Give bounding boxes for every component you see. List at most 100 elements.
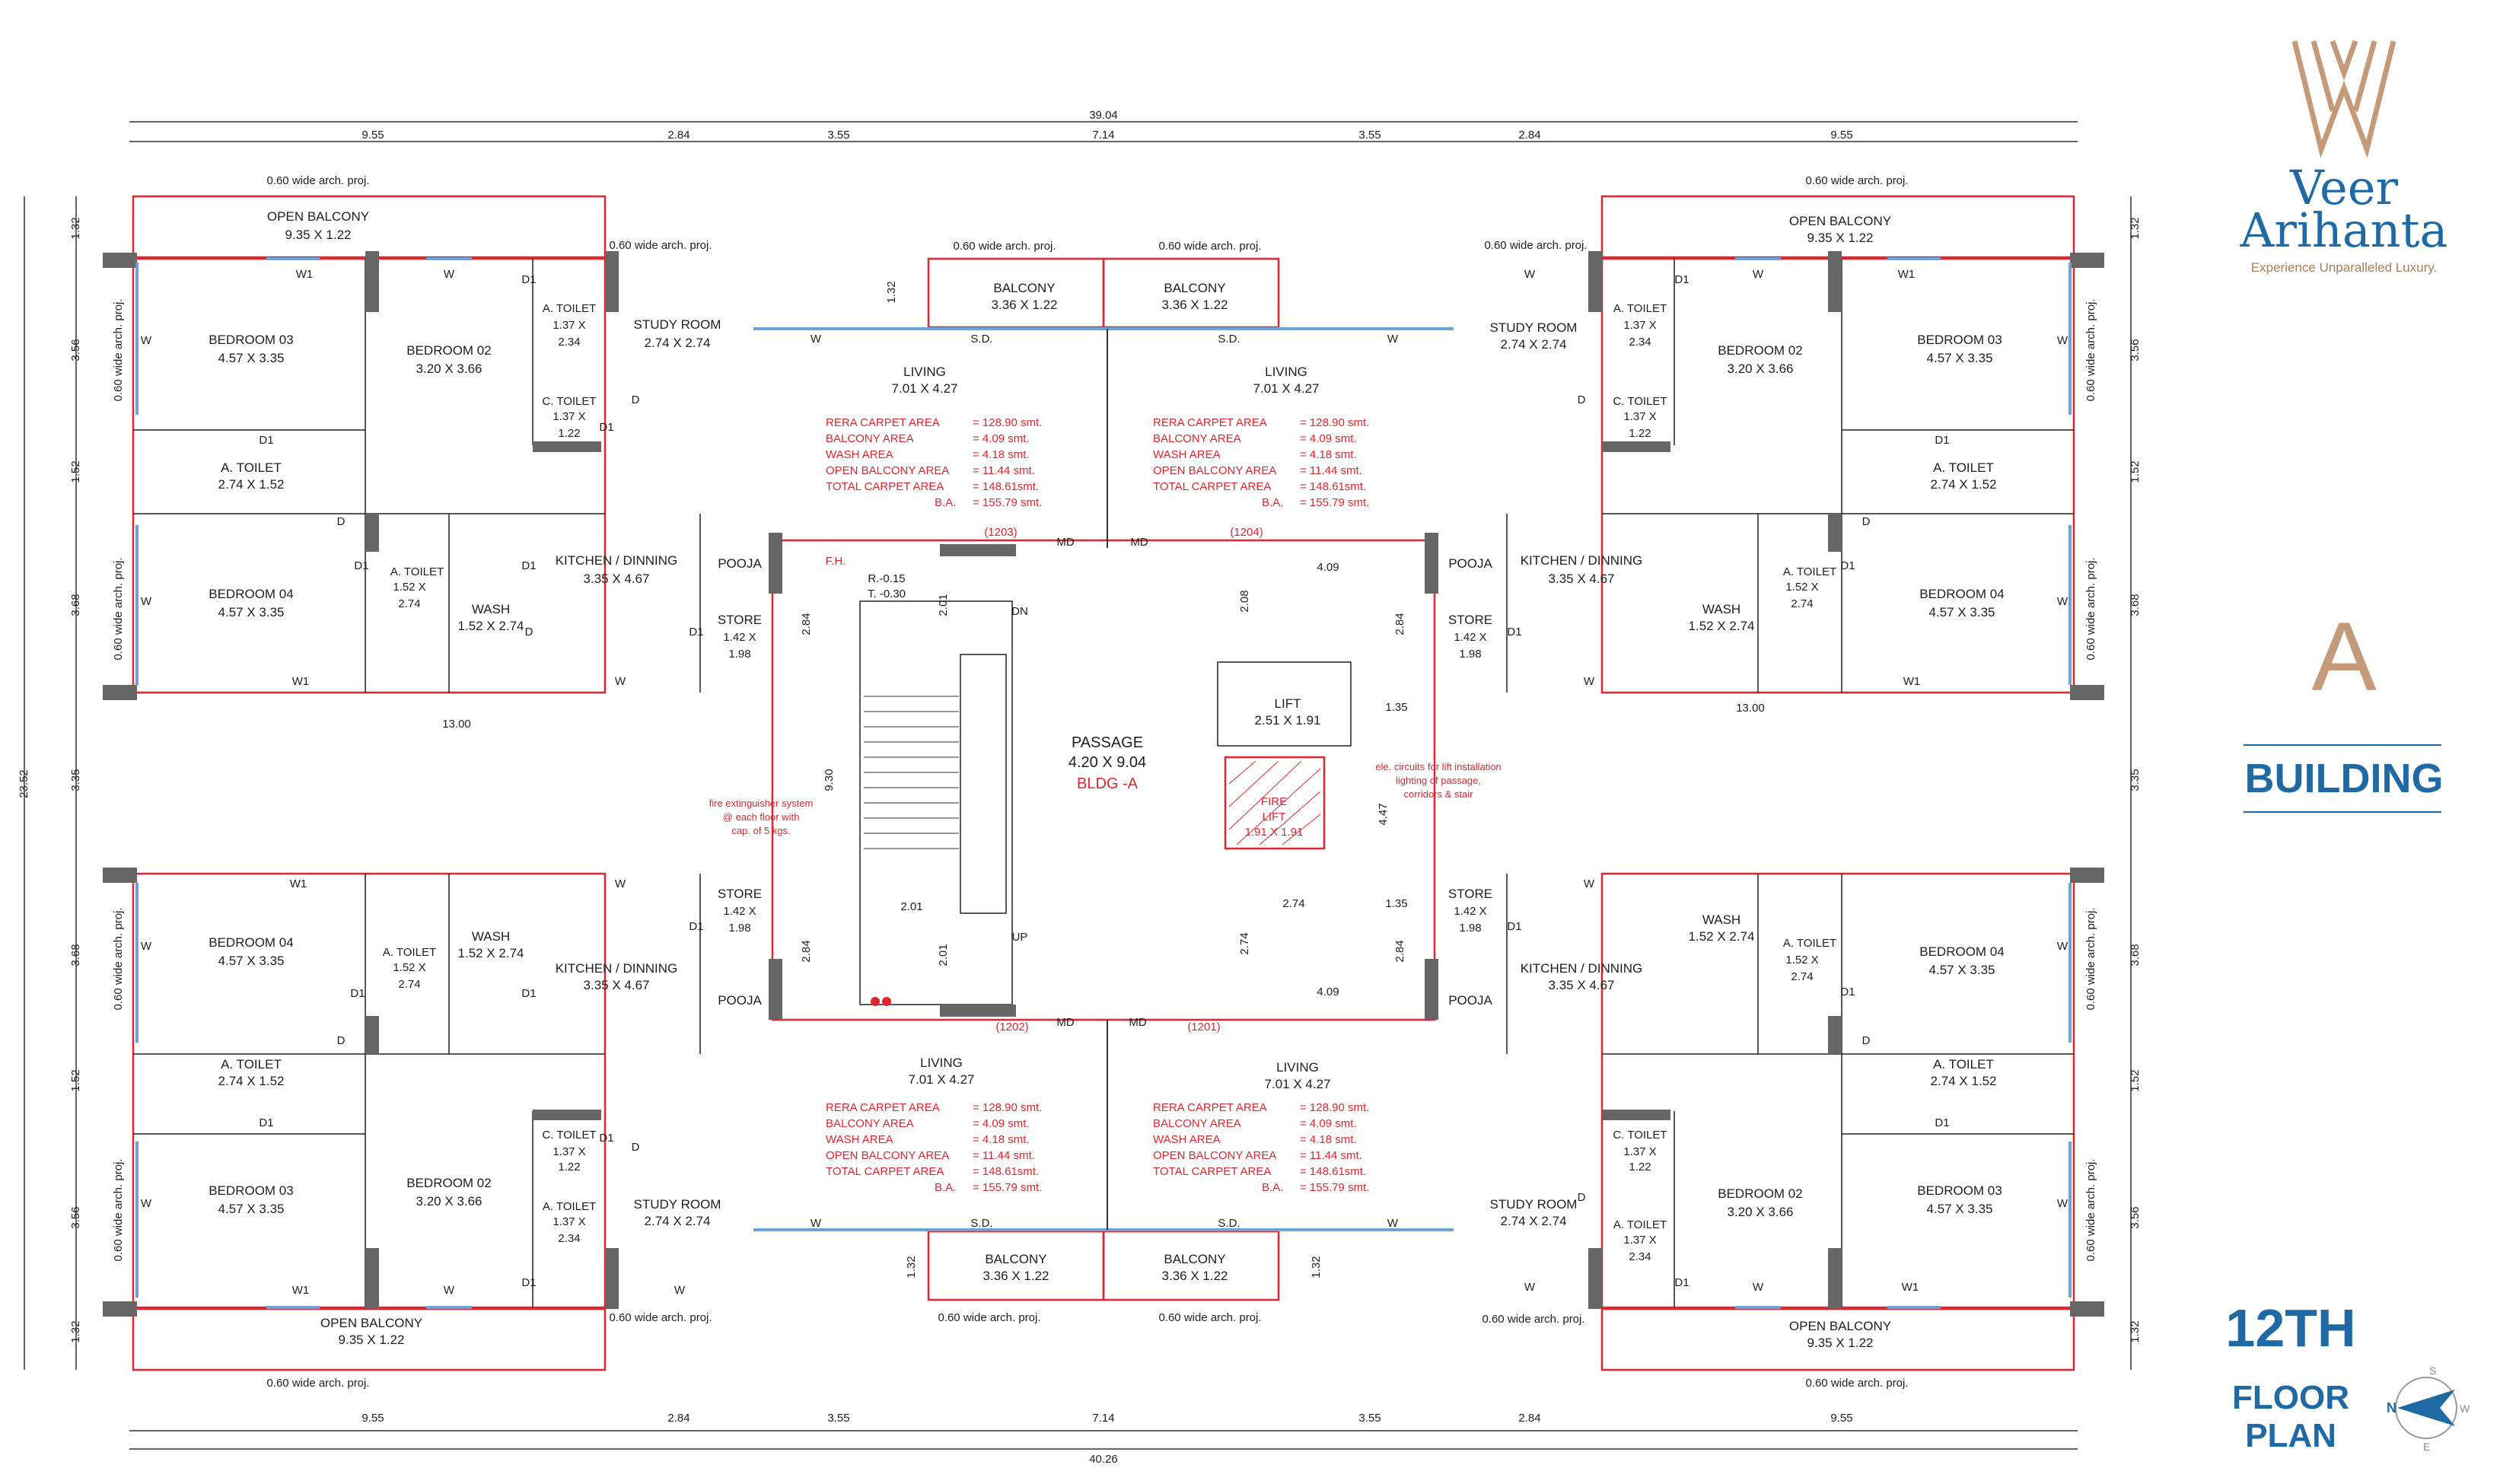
balcony-label: BALCONY (985, 1252, 1046, 1266)
unit-number-1202: (1202) (995, 1021, 1028, 1033)
pooja-label: POOJA (718, 993, 762, 1008)
arch-proj-label: 0.60 wide arch. proj. (266, 1377, 369, 1390)
a-toilet-label: A. TOILET (1613, 1218, 1667, 1231)
door-tag: D1 (689, 626, 703, 639)
dim-seg: 1.52 (2129, 1069, 2142, 1091)
area-value: = 155.79 smt. (973, 1181, 1042, 1194)
balcony-label: BALCONY (1164, 1252, 1225, 1266)
dim-seg: 1.35 (1385, 701, 1407, 714)
living-label: LIVING (1265, 365, 1307, 379)
door-tag: D1 (259, 434, 273, 447)
sliding-door-tag: S.D. (970, 333, 992, 346)
bedroom03-size: 4.57 X 3.35 (1927, 351, 1993, 365)
area-label: BALCONY AREA (826, 432, 914, 445)
balcony-size: 3.36 X 1.22 (983, 1269, 1049, 1283)
dim-seg: 3.68 (69, 594, 82, 616)
a-toilet-wide-label: A. TOILET (221, 1057, 282, 1072)
area-label: BALCONY AREA (1153, 1117, 1241, 1130)
windows (135, 257, 2072, 1309)
main-door-tag: MD (1056, 536, 1074, 549)
dim-seg: 3.68 (2129, 944, 2142, 966)
a-toilet-label: A. TOILET (1783, 565, 1836, 578)
window-tag: W (811, 1217, 822, 1230)
area-value: = 155.79 smt. (973, 496, 1042, 509)
area-label: BALCONY AREA (826, 1117, 914, 1130)
arch-proj-vertical: 0.60 wide arch. proj. (112, 907, 125, 1010)
wash-size: 1.52 X 2.74 (1689, 929, 1755, 944)
bottom-center: W S.D. S.D. W LIVING 7.01 X 4.27 LIVING … (811, 1056, 1399, 1324)
wash-label: WASH (472, 602, 510, 616)
dim-seg: 2.01 (937, 594, 950, 616)
lift-label: LIFT (1275, 696, 1301, 711)
balcony-size: 3.36 X 1.22 (1162, 298, 1228, 312)
dim-seg: 1.52 (69, 460, 82, 482)
dim-left-total: 23.52 (18, 769, 30, 798)
dim-seg: 2.84 (1393, 613, 1406, 635)
store-label: STORE (1448, 887, 1492, 901)
bedroom02-label: BEDROOM 02 (1718, 343, 1802, 358)
area-value: = 128.90 smt. (1300, 416, 1369, 429)
a-toilet-label: A. TOILET (383, 946, 436, 959)
top-center: 0.60 wide arch. proj. 0.60 wide arch. pr… (811, 240, 1399, 549)
study-room-size: 2.74 X 2.74 (1501, 337, 1567, 352)
arch-proj-label: 0.60 wide arch. proj. (1482, 1313, 1584, 1326)
brand-logo: Veer Arihanta Experience Unparalleled Lu… (2192, 27, 2496, 286)
area-label: OPEN BALCONY AREA (826, 1149, 949, 1162)
row-width-dim: 13.00 (442, 718, 471, 731)
bedroom03-size: 4.57 X 3.35 (218, 1202, 285, 1216)
dim-seg: 3.55 (827, 1412, 849, 1425)
right-side-dims: 1.32 3.56 1.52 3.68 3.35 3.68 1.52 3.56 … (2129, 217, 2142, 1342)
door-tag: D1 (689, 920, 703, 933)
dim-seg: 4.09 (1317, 986, 1339, 998)
window-tag: W1 (292, 1284, 310, 1297)
window-tag: W (141, 595, 152, 608)
dim-seg: 1.32 (1310, 1256, 1323, 1278)
door-tag: D1 (521, 559, 536, 572)
c-toilet-label: C. TOILET (1613, 1129, 1667, 1142)
a-toilet-size: 2.74 (1791, 597, 1813, 610)
area-label: OPEN BALCONY AREA (1153, 1149, 1276, 1162)
wash-label: WASH (1702, 602, 1740, 616)
area-table-1201: RERA CARPET AREA = 128.90 smt. BALCONY A… (1153, 1101, 1369, 1194)
arch-proj-label: 0.60 wide arch. proj. (1484, 239, 1587, 252)
study-room-size: 2.74 X 2.74 (1501, 1214, 1567, 1228)
unit-number-1204: (1204) (1230, 526, 1263, 539)
dim-seg: 1.35 (1385, 897, 1407, 910)
area-label: RERA CARPET AREA (1153, 416, 1267, 429)
door-tag: D (632, 393, 640, 406)
passage-label: PASSAGE (1072, 734, 1143, 751)
window-tag: W (1524, 268, 1536, 281)
bottom-segment-dims: 9.55 2.84 3.55 7.14 3.55 2.84 9.55 (361, 1412, 1852, 1425)
arch-proj-vertical: 0.60 wide arch. proj. (2084, 1158, 2097, 1261)
door-tag: D (1862, 515, 1871, 528)
a-toilet-wide-size: 2.74 X 1.52 (218, 477, 285, 492)
area-value: = 128.90 smt. (1300, 1101, 1369, 1114)
fire-hydrant-tag: F.H. (826, 555, 846, 568)
dim-seg: 3.56 (69, 1206, 82, 1228)
bedroom03-label: BEDROOM 03 (209, 1183, 293, 1198)
door-tag: D1 (1674, 1276, 1689, 1289)
window-tag: W (2057, 940, 2068, 953)
stair-up-tag: UP (1012, 931, 1028, 944)
wash-size: 1.52 X 2.74 (458, 619, 524, 633)
area-value: = 128.90 smt. (973, 416, 1042, 429)
main-door-tag: MD (1056, 1016, 1074, 1029)
kitchen-size: 3.35 X 4.67 (1549, 978, 1615, 992)
area-value: = 4.18 smt. (973, 448, 1030, 461)
compass-w: W (2460, 1403, 2470, 1415)
brand-tagline: Experience Unparalleled Luxury. (2250, 260, 2438, 275)
area-label: RERA CARPET AREA (1153, 1101, 1267, 1114)
area-value: = 128.90 smt. (973, 1101, 1042, 1114)
dim-seg: 9.30 (823, 769, 836, 791)
window-tag: W (141, 1197, 152, 1210)
open-balcony-label: OPEN BALCONY (320, 1316, 422, 1330)
dim-seg: 1.32 (905, 1256, 918, 1278)
unit-number-1201: (1201) (1187, 1021, 1220, 1033)
living-label: LIVING (1276, 1060, 1319, 1075)
a-toilet-label: A. TOILET (543, 1200, 596, 1213)
door-tag: D (1578, 393, 1586, 406)
area-table-1202: RERA CARPET AREA = 128.90 smt. BALCONY A… (826, 1101, 1042, 1194)
brand-name-line2: Arihanta (2240, 202, 2448, 258)
door-tag: D1 (521, 1276, 536, 1289)
window-tag: W (1387, 333, 1399, 346)
